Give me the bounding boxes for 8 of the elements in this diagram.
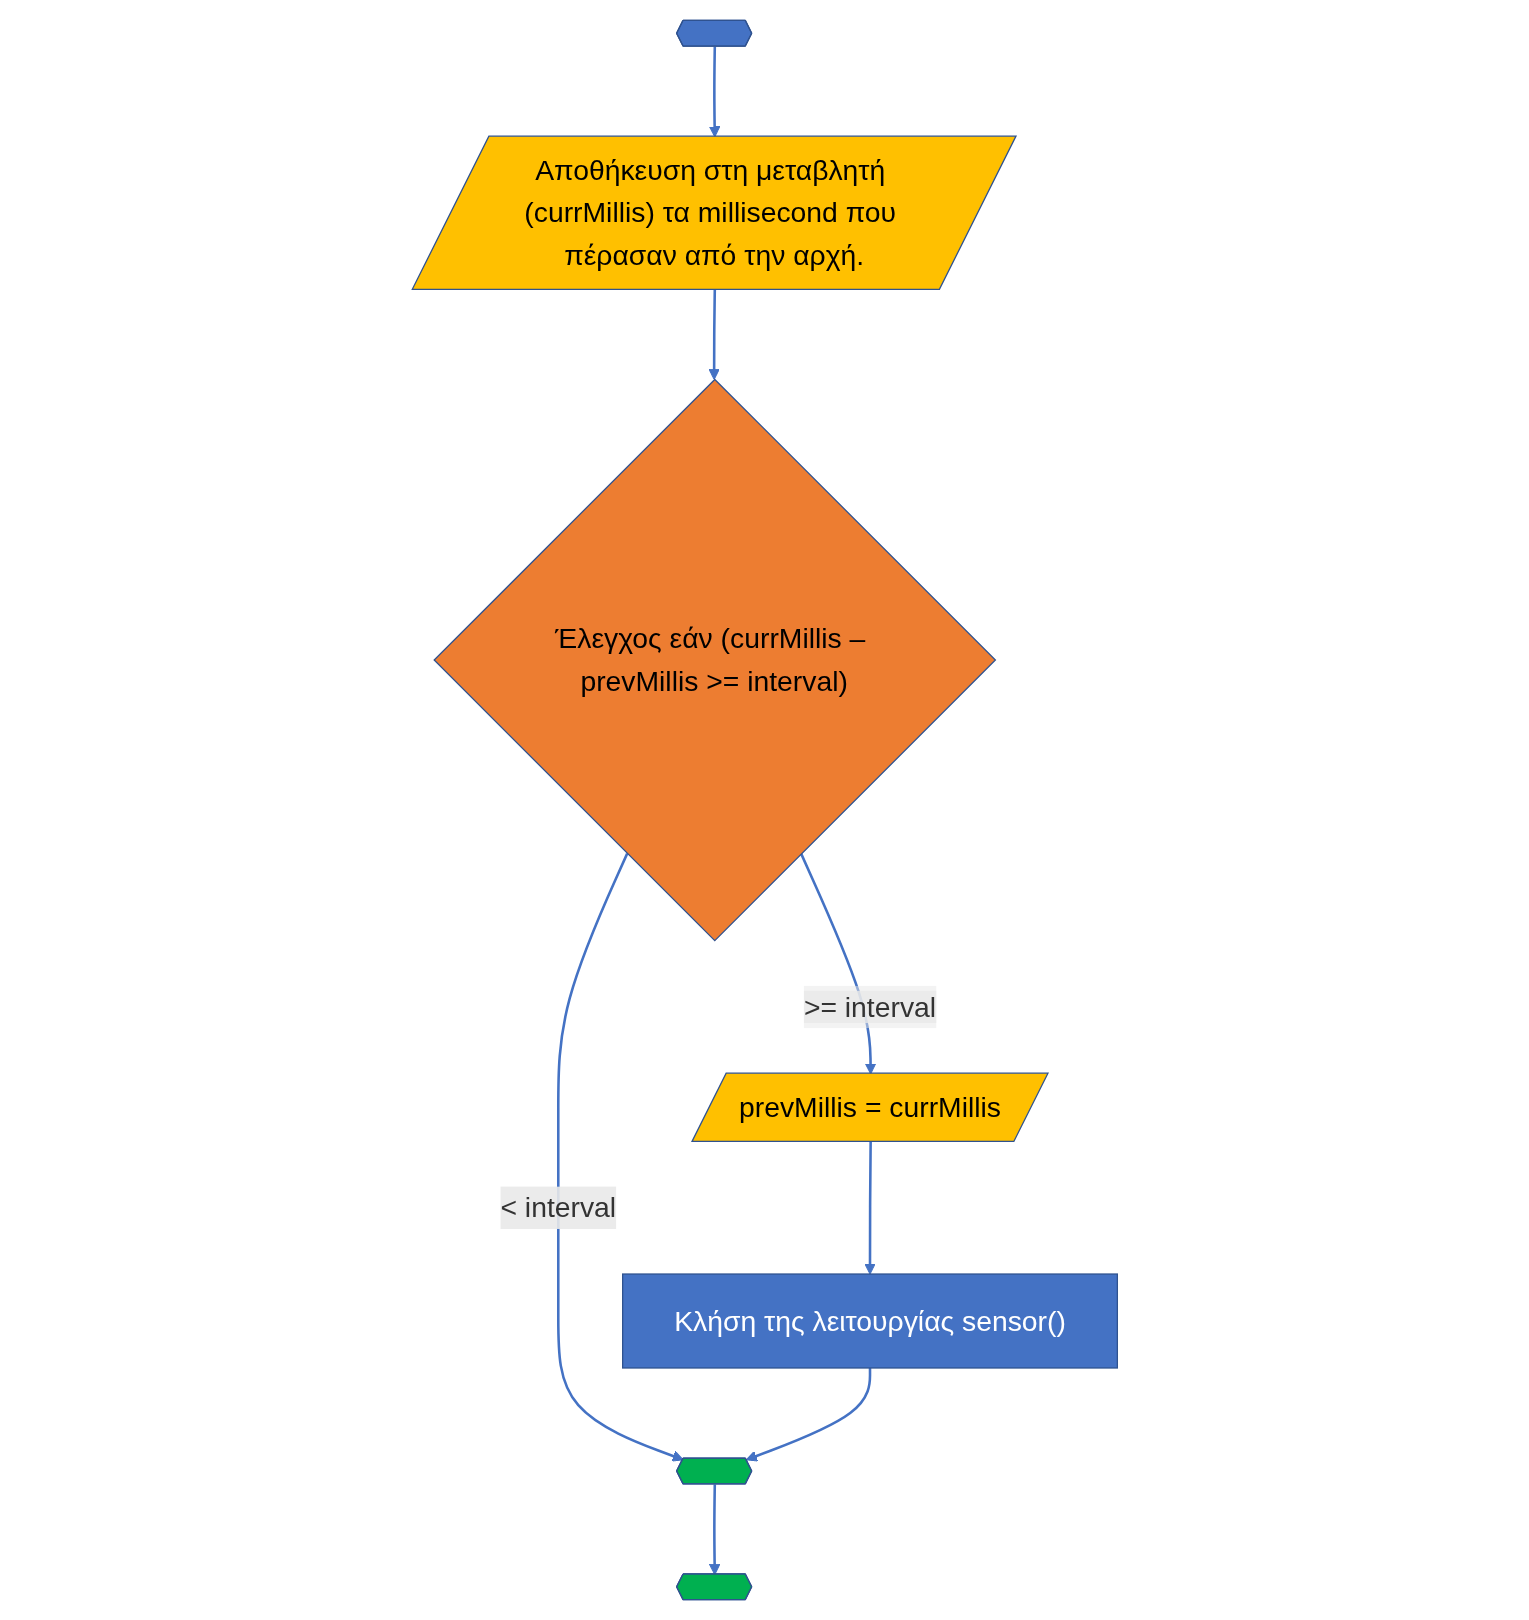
edge-label: < interval [500,1191,616,1224]
arrow [556,853,684,1462]
node-diamond: Έλεγχος εάν (currMillis – prevMillis >= interval) [432,378,996,942]
edge-label: >= interval [803,990,936,1024]
arrow [745,1368,871,1462]
arrow [708,289,720,380]
arrow [864,1142,876,1275]
node-box: Κλήση της λειτουργίας sensor() [621,1273,1118,1369]
